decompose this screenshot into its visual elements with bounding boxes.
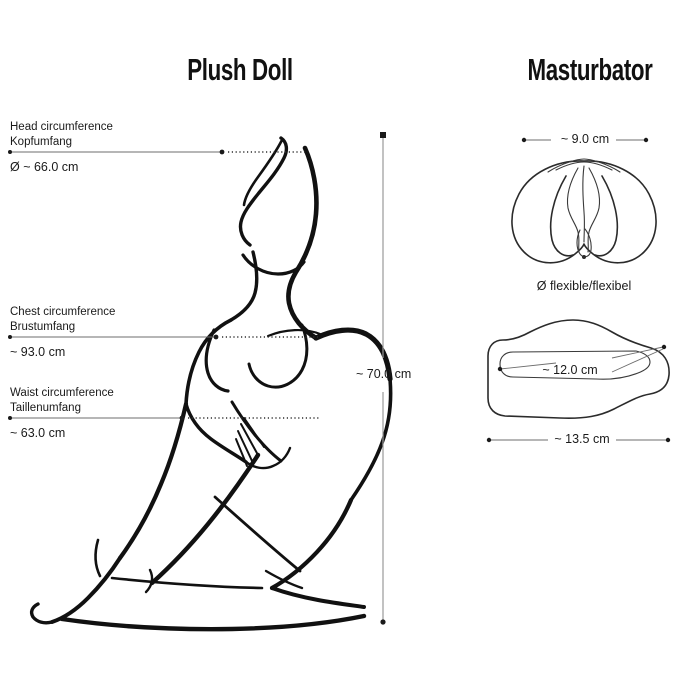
waist-dim-dot-right — [179, 415, 185, 421]
head-circumference-label-en: Head circumference — [10, 121, 113, 133]
waist-circumference-label-en: Waist circumference — [10, 387, 114, 399]
orifice-central-slit — [582, 165, 585, 243]
channel-length-value: ~ 12.0 cm — [542, 363, 598, 377]
orifice-width-dot-right — [643, 137, 649, 143]
channel-dot-left — [497, 366, 503, 372]
head-circumference-label-de: Kopfumfang — [10, 136, 73, 148]
orifice-width-value: ~ 9.0 cm — [560, 132, 610, 146]
orifice-width-dot-left — [521, 137, 527, 143]
orifice-top-crease-outer — [547, 158, 621, 173]
chest-circumference-label-de: Brustumfang — [10, 321, 76, 333]
channel-leader-right-lower — [611, 348, 664, 373]
channel-leader-right — [611, 346, 664, 359]
chest-circumference-label: Chest circumference Brustumfang — [10, 305, 115, 335]
height-dim-cap-top — [380, 132, 386, 138]
panel-title-masturbator: Masturbator — [527, 52, 653, 87]
orifice-labia-right — [594, 175, 619, 257]
total-height-value: ~ 70.0 cm — [356, 367, 412, 381]
sleeve-outer-outline — [487, 319, 670, 419]
height-dim-cap-bottom — [380, 619, 386, 625]
waist-dim-dot-left — [8, 416, 12, 420]
head-circumference-value: Ø ~ 66.0 cm — [10, 160, 79, 174]
orifice-top-crease-inner — [555, 161, 613, 171]
channel-dot-right — [661, 344, 667, 350]
waist-circumference-label: Waist circumference Taillenumfang — [10, 386, 114, 416]
head-dim-dot-left — [8, 150, 12, 154]
sleeve-inner-channel — [499, 350, 651, 380]
orifice-depth-value: Ø flexible/flexibel — [536, 279, 632, 293]
orifice-inner-fold-left — [566, 167, 580, 253]
channel-leader-left — [499, 362, 557, 370]
orifice-inner-fold-right — [587, 167, 601, 253]
chest-dim-dot-left — [8, 335, 12, 339]
head-dim-dot-right — [219, 149, 225, 155]
sleeve-width-dot-right — [665, 437, 671, 443]
chest-circumference-value: ~ 93.0 cm — [10, 345, 66, 359]
waist-circumference-value: ~ 63.0 cm — [10, 426, 66, 440]
head-circumference-label: Head circumference Kopfumfang — [10, 120, 113, 150]
waist-circumference-label-de: Taillenumfang — [10, 402, 81, 414]
orifice-labia-left — [549, 175, 574, 257]
sleeve-width-dot-left — [486, 437, 492, 443]
orifice-outer-outline — [511, 160, 657, 264]
chest-circumference-label-en: Chest circumference — [10, 306, 116, 318]
chest-dim-dot-right — [213, 334, 219, 340]
orifice-bottom-node — [582, 255, 586, 259]
sleeve-width-value: ~ 13.5 cm — [554, 432, 610, 446]
panel-title-plush-doll: Plush Doll — [187, 52, 293, 87]
orifice-lower-opening — [576, 228, 592, 258]
